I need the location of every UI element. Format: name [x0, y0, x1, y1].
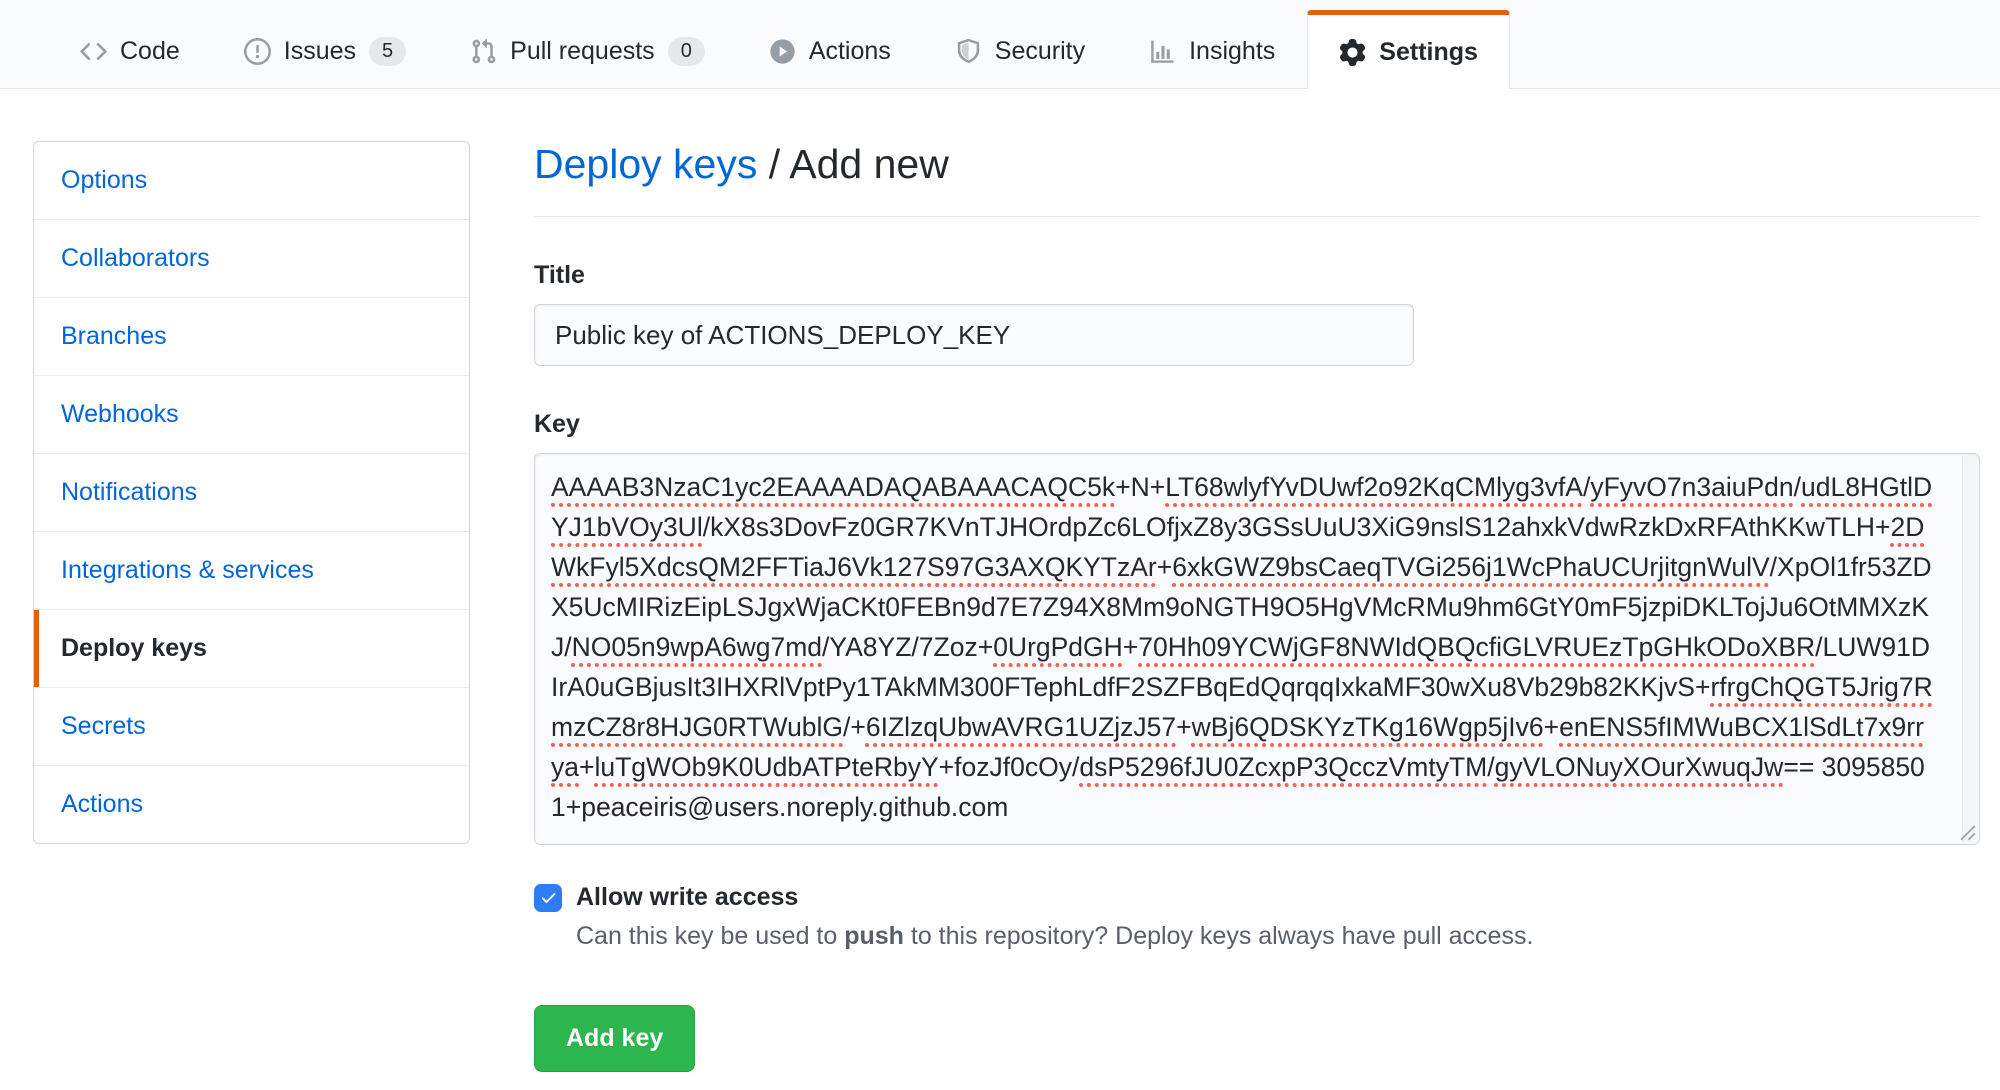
settings-page: Options Collaborators Branches Webhooks …	[0, 89, 2000, 1072]
tab-pull-requests[interactable]: Pull requests 0	[438, 10, 737, 88]
tab-actions[interactable]: Actions	[737, 10, 923, 88]
resize-grip-icon[interactable]	[1956, 821, 1976, 841]
pull-requests-count-badge: 0	[667, 37, 705, 66]
title-field-label: Title	[534, 261, 585, 289]
breadcrumb-separator: /	[757, 141, 790, 187]
tab-security[interactable]: Security	[923, 10, 1117, 88]
sidebar-item-deploy-keys[interactable]: Deploy keys	[34, 609, 469, 687]
tab-label: Actions	[808, 37, 891, 65]
gear-icon	[1339, 38, 1366, 66]
tab-label: Insights	[1189, 37, 1276, 65]
key-textarea-scrollbar[interactable]	[1962, 456, 1977, 842]
key-textarea[interactable]: AAAAB3NzaC1yc2EAAAADAQABAAACAQC5k+N+LT68…	[534, 453, 1980, 845]
allow-write-access-checkbox[interactable]	[534, 883, 562, 912]
allow-write-access-label: Allow write access	[576, 883, 799, 911]
key-value: AAAAB3NzaC1yc2EAAAADAQABAAACAQC5k+N+LT68…	[551, 472, 1933, 822]
tab-code[interactable]: Code	[48, 10, 212, 88]
add-key-button[interactable]: Add key	[534, 1005, 696, 1072]
repo-tab-nav: Code Issues 5 Pull requests 0 Actions Se…	[0, 0, 2000, 89]
breadcrumb-current: Add new	[789, 141, 949, 187]
write-access-description: Can this key be used to push to this rep…	[576, 922, 1534, 950]
code-icon	[80, 38, 107, 65]
sidebar-item-options[interactable]: Options	[61, 166, 148, 194]
sidebar-item-secrets[interactable]: Secrets	[34, 687, 469, 765]
check-icon	[541, 892, 556, 903]
issue-opened-icon	[243, 38, 271, 65]
sidebar-item-notifications[interactable]: Notifications	[34, 453, 469, 531]
title-input[interactable]	[534, 304, 1414, 366]
sidebar-item-integrations-services[interactable]: Integrations & services	[34, 531, 469, 609]
page-title: Deploy keys / Add new	[534, 139, 1980, 217]
tab-insights[interactable]: Insights	[1117, 10, 1307, 88]
key-field-label: Key	[534, 410, 580, 438]
tab-label: Issues	[283, 37, 357, 65]
sidebar-item-collaborators[interactable]: Collaborators	[34, 219, 469, 297]
sidebar-item-webhooks[interactable]: Webhooks	[34, 375, 469, 453]
tab-issues[interactable]: Issues 5	[212, 10, 438, 88]
tab-settings[interactable]: Settings	[1307, 10, 1510, 89]
tab-label: Security	[994, 37, 1086, 65]
pull-request-icon	[470, 38, 497, 65]
settings-side-menu: Options Collaborators Branches Webhooks …	[33, 141, 470, 844]
bar-graph-icon	[1149, 38, 1176, 65]
sidebar-item-branches[interactable]: Branches	[34, 297, 469, 375]
shield-icon	[955, 38, 982, 65]
deploy-key-form: Deploy keys / Add new Title Key AAAAB3Nz…	[534, 89, 1980, 1072]
issues-count-badge: 5	[369, 37, 407, 66]
tab-label: Code	[120, 37, 180, 65]
play-circle-icon	[769, 38, 796, 65]
allow-write-access-row[interactable]: Allow write access	[534, 883, 1980, 912]
tab-label: Pull requests	[510, 37, 655, 65]
tab-label: Settings	[1379, 37, 1478, 66]
sidebar-item-actions[interactable]: Actions	[34, 765, 469, 843]
breadcrumb-deploy-keys-link[interactable]: Deploy keys	[534, 141, 758, 187]
